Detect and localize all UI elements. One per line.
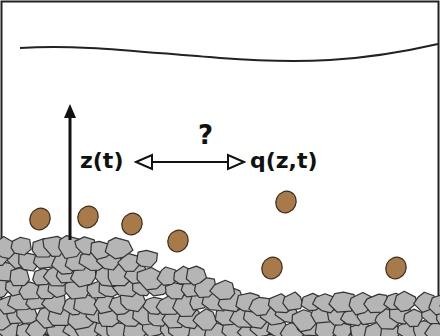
arrow-head	[64, 104, 76, 118]
arrow-head	[136, 155, 152, 169]
gravel-bed	[0, 236, 440, 336]
elevation-arrow	[69, 116, 72, 240]
sediment-grain	[118, 210, 145, 238]
sediment-grains	[26, 188, 409, 282]
gravel-stone	[404, 309, 423, 327]
gravel-stone	[11, 237, 31, 255]
gravel-stone	[193, 309, 217, 330]
flux-label: q(z,t)	[250, 150, 318, 172]
gravel-stone	[283, 292, 303, 310]
sediment-grain	[26, 205, 53, 233]
sediment-grain	[258, 254, 285, 282]
gravel-stone	[105, 238, 133, 259]
sediment-grain	[382, 254, 409, 282]
sediment-grain	[164, 227, 191, 255]
gravel-stone	[136, 250, 157, 267]
elevation-label: z(t)	[80, 150, 123, 172]
water-surface	[20, 44, 438, 61]
gravel-stone	[10, 268, 29, 286]
gravel-stone	[210, 280, 235, 300]
arrow-head	[228, 155, 244, 169]
question-mark: ?	[198, 122, 213, 148]
gravel-stone	[429, 295, 440, 315]
gravel-stone	[186, 266, 206, 285]
gravel-stone	[394, 291, 417, 311]
sediment-grain	[74, 203, 101, 231]
sediment-grain	[272, 188, 299, 216]
relation-arrow	[150, 161, 230, 163]
gravel-stone	[249, 297, 270, 315]
